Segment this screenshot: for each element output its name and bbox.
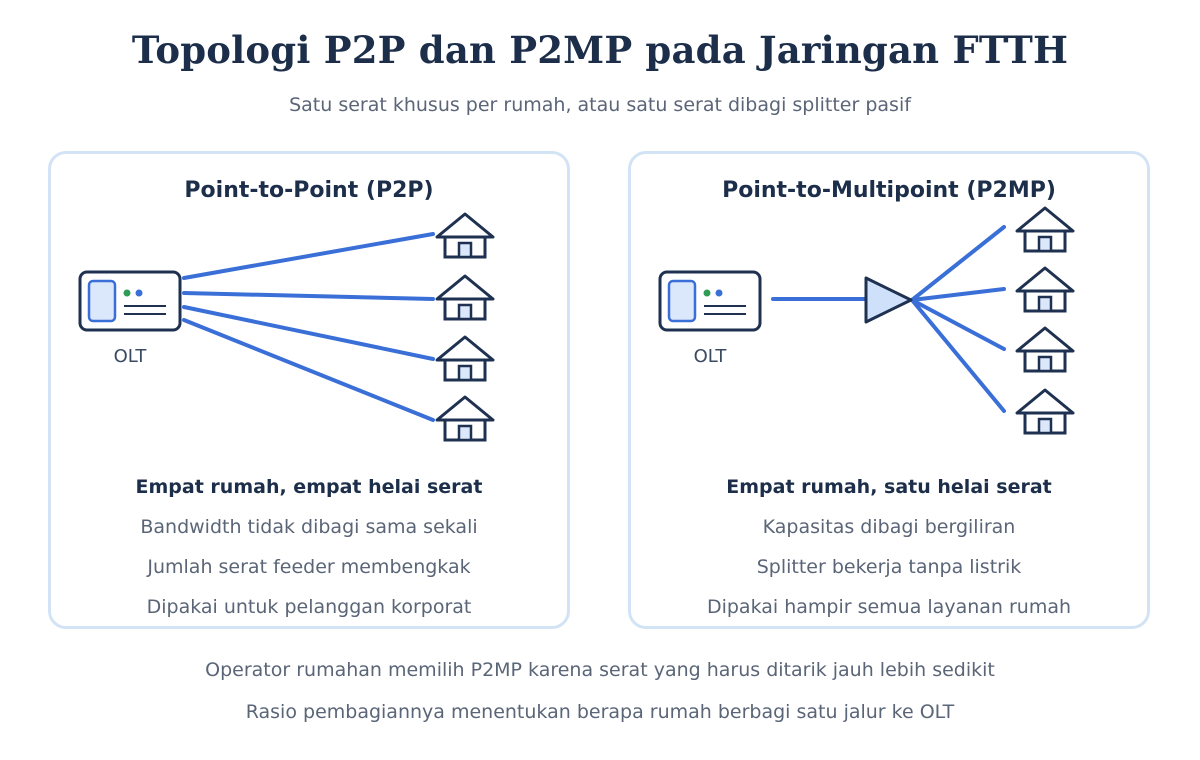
- p2mp-note-item: Splitter bekerja tanpa listrik: [756, 556, 1022, 578]
- p2p-olt-icon: [78, 270, 182, 332]
- p2p-olt-label: OLT: [113, 346, 147, 367]
- p2p-note-item: Dipakai untuk pelanggan korporat: [146, 596, 472, 618]
- p2p-house-icon-3: [435, 335, 495, 382]
- p2mp-house-icon-4: [1015, 388, 1075, 435]
- p2mp-house-icon-1: [1015, 206, 1075, 253]
- footer-note-2: Rasio pembagiannya menentukan berapa rum…: [245, 701, 955, 723]
- p2mp-panel: Point-to-Multipoint (P2MP): [628, 151, 1150, 629]
- p2mp-olt-label: OLT: [693, 346, 727, 367]
- p2p-fiber-2: [182, 291, 435, 301]
- p2mp-note-item: Dipakai hampir semua layanan rumah: [706, 596, 1072, 618]
- footer-note-1: Operator rumahan memilih P2MP karena ser…: [205, 659, 995, 681]
- p2p-fiber-4: [182, 318, 435, 422]
- p2mp-drop-fiber-1: [910, 225, 1006, 302]
- p2mp-house-icon-2: [1015, 266, 1075, 313]
- p2p-fiber-group: [182, 232, 435, 422]
- p2p-panel: Point-to-Point (P2P): [48, 151, 570, 629]
- p2p-note-item: Jumlah serat feeder membengkak: [147, 556, 471, 578]
- p2mp-house-icon-3: [1015, 326, 1075, 373]
- p2mp-drop-fiber-group: [910, 225, 1006, 413]
- splitter-icon: [864, 276, 913, 324]
- p2mp-diagram: [658, 206, 1075, 435]
- p2mp-drop-fiber-4: [910, 298, 1006, 413]
- p2mp-notes: Empat rumah, satu helai serat Kapasitas …: [631, 473, 1147, 633]
- p2p-panel-title: Point-to-Point (P2P): [184, 178, 434, 203]
- p2p-note-item: Bandwidth tidak dibagi sama sekali: [140, 516, 478, 538]
- page-title: Topologi P2P dan P2MP pada Jaringan FTTH: [131, 28, 1069, 72]
- p2p-house-icon-4: [435, 395, 495, 442]
- p2mp-olt-icon: [658, 270, 762, 332]
- p2p-note-heading: Empat rumah, empat helai serat: [135, 476, 483, 498]
- p2p-house-icon-1: [435, 212, 495, 259]
- p2p-diagram: [78, 212, 495, 442]
- p2mp-note-item: Kapasitas dibagi bergiliran: [762, 516, 1016, 538]
- p2p-fiber-3: [182, 305, 435, 361]
- page-subtitle: Satu serat khusus per rumah, atau satu s…: [289, 94, 911, 116]
- p2mp-note-heading: Empat rumah, satu helai serat: [726, 476, 1052, 498]
- p2mp-drop-fiber-2: [910, 287, 1006, 302]
- p2mp-panel-title: Point-to-Multipoint (P2MP): [722, 178, 1056, 203]
- p2mp-drop-fiber-3: [910, 298, 1006, 351]
- p2p-house-icon-2: [435, 274, 495, 321]
- p2p-fiber-1: [182, 232, 435, 280]
- p2p-notes: Empat rumah, empat helai serat Bandwidth…: [51, 473, 567, 633]
